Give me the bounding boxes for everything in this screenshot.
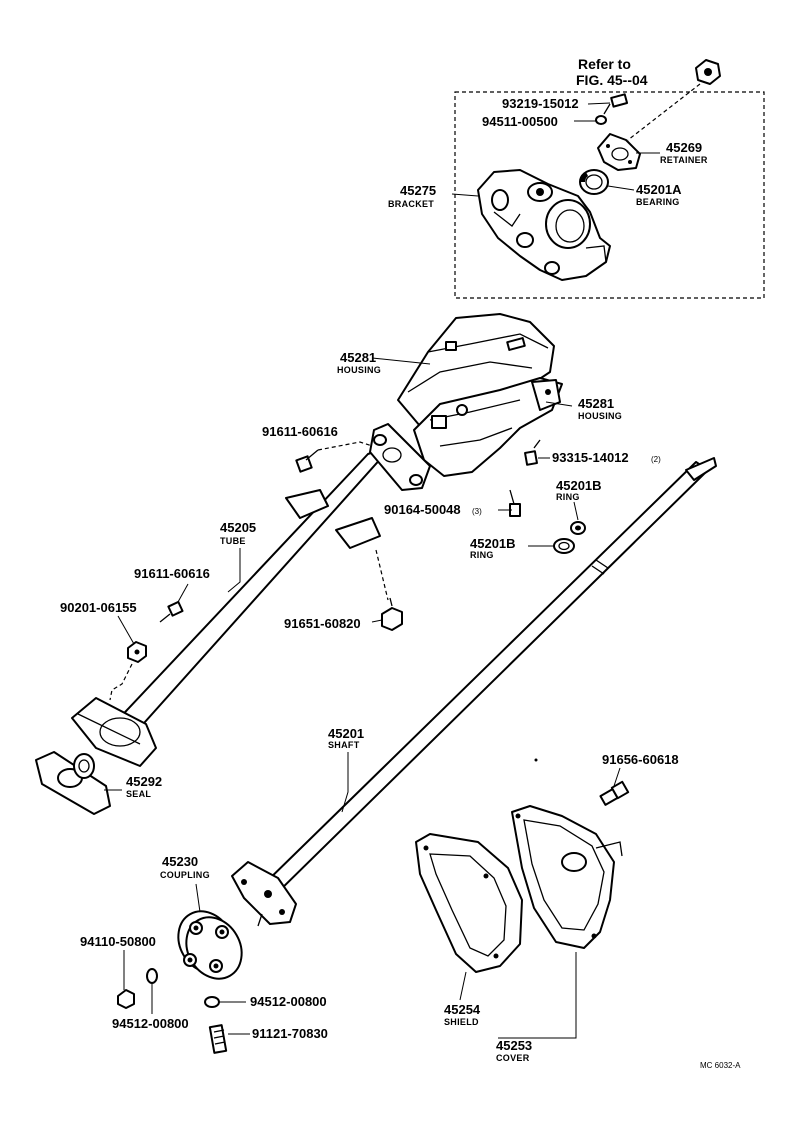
diagram-code: MC 6032-A bbox=[700, 1061, 741, 1070]
label-90201: 90201-06155 bbox=[60, 600, 137, 615]
label-45205-name: TUBE bbox=[220, 536, 246, 546]
ring-45201b-upper-icon bbox=[570, 521, 586, 535]
label-91656: 91656-60618 bbox=[602, 752, 679, 767]
label-45269-name: RETAINER bbox=[660, 155, 708, 165]
bolt-90164-icon bbox=[509, 489, 521, 517]
reference-nut-icon bbox=[695, 59, 721, 85]
dot-marker bbox=[534, 758, 538, 762]
washer-94512-left-icon bbox=[146, 968, 158, 984]
detail-dashed-box bbox=[454, 91, 765, 299]
label-45205: 45205 bbox=[220, 520, 256, 535]
cover-45253-icon bbox=[511, 805, 623, 949]
label-90164: 90164-50048 bbox=[384, 502, 461, 517]
bearing-45201a-icon bbox=[579, 169, 609, 195]
refer-to-text: Refer to bbox=[578, 56, 631, 72]
fig-ref-text: FIG. 45--04 bbox=[576, 72, 648, 88]
shield-45254-icon bbox=[415, 833, 523, 973]
label-45281-upper: 45281 bbox=[340, 350, 376, 365]
label-45230: 45230 bbox=[162, 854, 198, 869]
washer-94512-right-icon bbox=[204, 996, 220, 1008]
label-45281-lower-name: HOUSING bbox=[578, 411, 622, 421]
tube-45205-icon bbox=[71, 423, 431, 767]
label-91651: 91651-60820 bbox=[284, 616, 361, 631]
label-91611-upper: 91611-60616 bbox=[262, 424, 338, 439]
shaft-45201-icon bbox=[231, 457, 717, 927]
label-91121: 91121-70830 bbox=[252, 1026, 328, 1041]
leader-lines bbox=[104, 357, 621, 1039]
label-45292: 45292 bbox=[126, 774, 162, 789]
screw-93315-icon bbox=[524, 439, 541, 466]
label-45201b-upper: 45201B bbox=[556, 478, 602, 493]
label-45281-upper-name: HOUSING bbox=[337, 365, 381, 375]
label-45201b-upper-name: RING bbox=[556, 492, 580, 502]
label-45275-name: BRACKET bbox=[388, 199, 434, 209]
lower-housing-45281-icon bbox=[413, 377, 563, 477]
bolt-91121-icon bbox=[208, 1024, 228, 1054]
label-45275: 45275 bbox=[400, 183, 436, 198]
washer-94511-icon bbox=[595, 115, 607, 125]
label-93315: 93315-14012 bbox=[552, 450, 629, 465]
label-45281-lower: 45281 bbox=[578, 396, 614, 411]
ring-45201b-lower-icon bbox=[553, 538, 575, 554]
label-45254: 45254 bbox=[444, 1002, 481, 1017]
label-93219: 93219-15012 bbox=[502, 96, 579, 111]
screw-93219-icon bbox=[603, 93, 629, 115]
label-45254-name: SHIELD bbox=[444, 1017, 479, 1027]
label-45201: 45201 bbox=[328, 726, 364, 741]
label-94512-right: 94512-00800 bbox=[250, 994, 327, 1009]
label-45201a: 45201A bbox=[636, 182, 682, 197]
bracket-detail-group bbox=[451, 59, 765, 299]
label-45269: 45269 bbox=[666, 140, 702, 155]
bolt-91611-lower-icon bbox=[159, 600, 184, 623]
label-45253-name: COVER bbox=[496, 1053, 530, 1063]
label-45292-name: SEAL bbox=[126, 789, 151, 799]
label-94110: 94110-50800 bbox=[80, 934, 156, 949]
retainer-45269-icon bbox=[597, 133, 641, 171]
bolt-91651-icon bbox=[381, 597, 403, 631]
seal-45292-icon bbox=[35, 751, 111, 815]
label-45201b-lower: 45201B bbox=[470, 536, 516, 551]
bolt-91656-icon bbox=[599, 780, 630, 806]
label-93315-qty: (2) bbox=[651, 455, 661, 464]
label-94512-lower: 94512-00800 bbox=[112, 1016, 189, 1031]
label-45253: 45253 bbox=[496, 1038, 532, 1053]
nut-90201-icon bbox=[127, 641, 147, 663]
label-90164-qty: (3) bbox=[472, 507, 482, 516]
upper-housing-45281-icon bbox=[397, 313, 555, 427]
label-91611-lower: 91611-60616 bbox=[134, 566, 210, 581]
label-45201b-lower-name: RING bbox=[470, 550, 494, 560]
part-labels: Refer to FIG. 45--04 93219-15012 94511-0… bbox=[60, 56, 741, 1070]
label-94511: 94511-00500 bbox=[482, 114, 558, 129]
label-45201-name: SHAFT bbox=[328, 740, 360, 750]
coupling-45230-icon bbox=[177, 910, 243, 980]
bolt-91611-upper-icon bbox=[295, 449, 319, 473]
label-45230-name: COUPLING bbox=[160, 870, 210, 880]
nut-94110-icon bbox=[117, 989, 135, 1009]
bracket-45275-icon bbox=[477, 169, 611, 281]
label-45201a-name: BEARING bbox=[636, 197, 680, 207]
